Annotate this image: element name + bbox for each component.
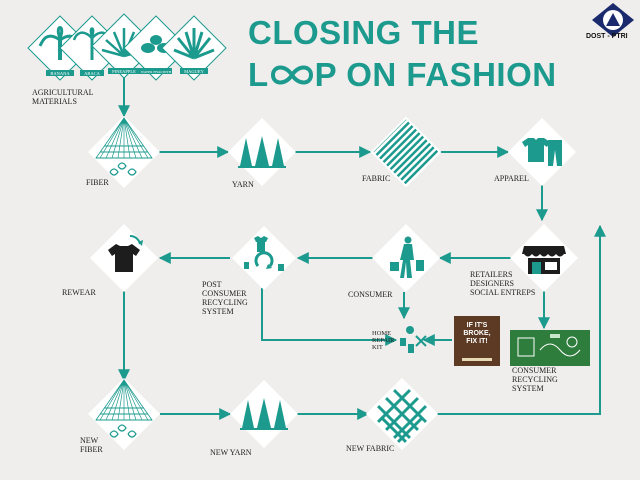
fix-it-text: IF IT'S BROKE, FIX IT!: [463, 322, 491, 345]
label-agricultural-materials: AGRICULTURAL MATERIALS: [32, 88, 94, 106]
fix-it-poster: IF IT'S BROKE, FIX IT!: [454, 316, 500, 366]
arrow-postconsumer-to-repair: [261, 288, 398, 346]
flow-arrows: [118, 74, 606, 420]
label-new-fiber: NEW FIBER: [80, 436, 103, 454]
node-post-consumer: [232, 226, 296, 290]
title-l: L: [248, 56, 269, 93]
node-fabric: [370, 116, 442, 188]
page-title-line1: CLOSING THE: [248, 14, 480, 51]
fix-it-bar: [462, 358, 492, 361]
label-fiber: FIBER: [86, 178, 109, 187]
plant-maguey: [161, 15, 227, 81]
dost-ptri-logo: [592, 3, 634, 37]
plant-label-maguey: MAGUEY: [184, 69, 204, 74]
label-new-fabric: NEW FABRIC: [346, 444, 395, 453]
page-title-line2: L P ON FASHION: [248, 56, 557, 94]
node-retailers: [510, 224, 578, 292]
plant-label-banana: BANANA: [50, 71, 70, 76]
label-consumer-recycling: CONSUMER RECYCLING SYSTEM: [512, 366, 558, 393]
plant-diamonds: [27, 13, 227, 81]
title-rest: P ON FASHION: [314, 56, 557, 93]
node-fiber: [88, 116, 160, 188]
label-fabric: FABRIC: [362, 174, 391, 183]
arrow-newfabric-loop: [436, 224, 606, 415]
node-apparel: [508, 118, 576, 186]
label-yarn: YARN: [232, 180, 254, 189]
plant-label-water-hyacinth: WATER HYACINTH: [141, 70, 172, 74]
node-home-repair: [400, 326, 427, 353]
logo-text: DOST - PTRI: [586, 33, 628, 40]
plant-label-pineapple: PINEAPPLE: [112, 69, 136, 74]
recycling-sketch: [517, 334, 581, 357]
plant-labels: BANANA ABACA PINEAPPLE WATER HYACINTH MA…: [46, 68, 208, 76]
loop-infinity-icon: [270, 65, 313, 85]
consumer-recycling-image: [510, 330, 590, 366]
node-consumer: [372, 224, 440, 292]
node-yarn: [228, 118, 296, 186]
label-retailers: RETAILERS DESIGNERS SOCIAL ENTREPS: [470, 270, 536, 297]
plant-label-abaca: ABACA: [84, 71, 101, 76]
label-apparel: APPAREL: [494, 174, 529, 183]
label-home-repair-kit: HOME REPAIR KIT: [372, 330, 395, 351]
label-rewear: REWEAR: [62, 288, 96, 297]
node-rewear: [90, 224, 158, 292]
label-post-consumer: POST CONSUMER RECYCLING SYSTEM: [202, 280, 248, 316]
label-consumer: CONSUMER: [348, 290, 393, 299]
node-new-fiber: [88, 378, 160, 450]
node-new-yarn: [230, 380, 298, 448]
node-new-fabric: [365, 377, 439, 451]
label-new-yarn: NEW YARN: [210, 448, 252, 457]
